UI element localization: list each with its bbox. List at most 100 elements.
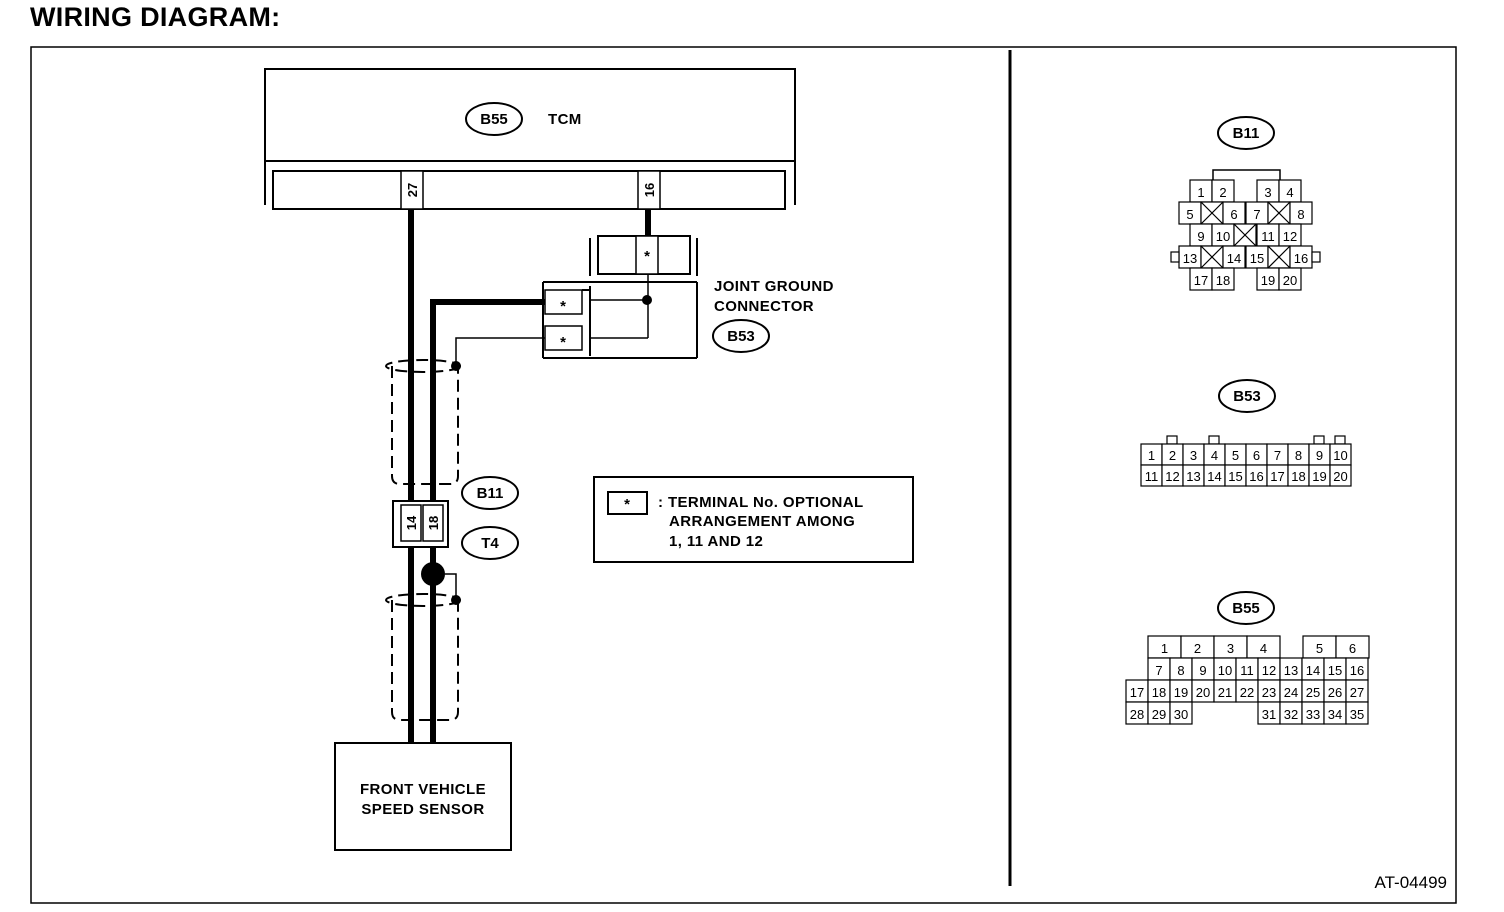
b55-pin-27: 27: [1350, 685, 1364, 700]
note-line1: : TERMINAL No. OPTIONAL: [658, 494, 864, 511]
b11-pin-13: 13: [1183, 251, 1197, 266]
pin-cell: [1169, 701, 1193, 725]
b11-view-badge: [1217, 116, 1275, 150]
b55-pin-4: 4: [1260, 641, 1267, 656]
b55-pin-12: 12: [1262, 663, 1276, 678]
b53-key-tab: [1313, 435, 1325, 445]
b55-view-badge: [1217, 591, 1275, 625]
b11-pin-16: 16: [1294, 251, 1308, 266]
tcm-terminal-27: 27: [405, 183, 420, 197]
b11-pin-18: 18: [1216, 273, 1230, 288]
speed-sensor-box: [334, 742, 512, 851]
b55-pin-1: 1: [1161, 641, 1168, 656]
b53-badge: [712, 319, 770, 353]
speed-sensor-label-line2: SPEED SENSOR: [361, 801, 484, 818]
b55-pin-8: 8: [1177, 663, 1184, 678]
b55-pin-2: 2: [1194, 641, 1201, 656]
b55-pin-33: 33: [1306, 707, 1320, 722]
b55-pin-10: 10: [1218, 663, 1232, 678]
b53-pin-2: 2: [1169, 448, 1176, 463]
b55-pin-28: 28: [1130, 707, 1144, 722]
b55-pin-30: 30: [1174, 707, 1188, 722]
pin-cell: [1278, 267, 1302, 291]
pin-cell: [1329, 464, 1352, 487]
b53-pin-10: 10: [1333, 448, 1347, 463]
b11-pin-14: 14: [1227, 251, 1241, 266]
b53-key-tab: [1208, 435, 1220, 445]
b53-key-tab: [1166, 435, 1178, 445]
b53-key-tab: [1334, 435, 1346, 445]
b53-pin-19: 19: [1312, 469, 1326, 484]
b53-pin-13: 13: [1186, 469, 1200, 484]
b55-pin-9: 9: [1199, 663, 1206, 678]
b11-pin-1: 1: [1197, 185, 1204, 200]
b11-pin-12: 12: [1283, 229, 1297, 244]
shield-drain-lower: [445, 573, 457, 600]
b11-side-latch-left: [1170, 251, 1180, 263]
joint-ground-label-line2: CONNECTOR: [714, 298, 814, 315]
tcm-connector-label: B55: [480, 111, 508, 128]
b11-pin-3: 3: [1264, 185, 1271, 200]
pin-cell: [1211, 267, 1235, 291]
splice-point: [421, 562, 445, 586]
joint-ground-label-line1: JOINT GROUND: [714, 278, 834, 295]
b53-pin-12: 12: [1165, 469, 1179, 484]
b55-pin-13: 13: [1284, 663, 1298, 678]
b55-pin-16: 16: [1350, 663, 1364, 678]
b53-pin-3: 3: [1190, 448, 1197, 463]
b11-pin-5: 5: [1186, 207, 1193, 222]
b55-pin-25: 25: [1306, 685, 1320, 700]
b53-view-label: B53: [1233, 388, 1261, 405]
b53-terminal-marker-2: *: [560, 334, 566, 351]
b11-pin-11: 11: [1261, 229, 1275, 244]
b11-lock-tab: [1212, 169, 1281, 181]
b53-pin-16: 16: [1249, 469, 1263, 484]
b53-top-terminal-marker: *: [644, 248, 650, 265]
b53-pin-15: 15: [1228, 469, 1242, 484]
figure-id: AT-04499: [1375, 873, 1447, 892]
b53-pin-6: 6: [1253, 448, 1260, 463]
b55-pin-14: 14: [1306, 663, 1320, 678]
b53-pin-17: 17: [1270, 469, 1284, 484]
b55-pin-18: 18: [1152, 685, 1166, 700]
b11-pin-19: 19: [1261, 273, 1275, 288]
b53-pin-9: 9: [1316, 448, 1323, 463]
junction-connector: [392, 500, 449, 548]
b53-pin-20: 20: [1333, 469, 1347, 484]
b11-pin-15: 15: [1250, 251, 1264, 266]
b53-pin-7: 7: [1274, 448, 1281, 463]
b11-pin-4: 4: [1286, 185, 1293, 200]
b55-pin-26: 26: [1328, 685, 1342, 700]
b55-pin-7: 7: [1155, 663, 1162, 678]
b55-pin-29: 29: [1152, 707, 1166, 722]
tcm-terminal-16: 16: [642, 183, 657, 197]
wire-ground-upper: [430, 299, 545, 505]
wiring: [408, 209, 652, 745]
t4-badge-label: T4: [481, 535, 499, 552]
b55-pin-32: 32: [1284, 707, 1298, 722]
note-symbol-box: [607, 491, 648, 515]
b11-badge-label: B11: [477, 485, 504, 502]
b55-pin-3: 3: [1227, 641, 1234, 656]
b53-pin-18: 18: [1291, 469, 1305, 484]
b55-pin-23: 23: [1262, 685, 1276, 700]
tcm-name: TCM: [548, 111, 582, 128]
b53-view-badge: [1218, 379, 1276, 413]
tcm-block: [264, 68, 796, 210]
b55-pin-19: 19: [1174, 685, 1188, 700]
b55-pin-24: 24: [1284, 685, 1298, 700]
b55-pin-22: 22: [1240, 685, 1254, 700]
b11-pin-10: 10: [1216, 229, 1230, 244]
pin-cell: [1345, 701, 1369, 725]
b11-pin-2: 2: [1219, 185, 1226, 200]
b55-pin-21: 21: [1218, 685, 1232, 700]
b53-pin-14: 14: [1207, 469, 1221, 484]
b11-pin-7: 7: [1253, 207, 1260, 222]
shield-drain-upper: [455, 337, 545, 366]
b55-pin-20: 20: [1196, 685, 1210, 700]
b11-badge: [461, 476, 519, 510]
